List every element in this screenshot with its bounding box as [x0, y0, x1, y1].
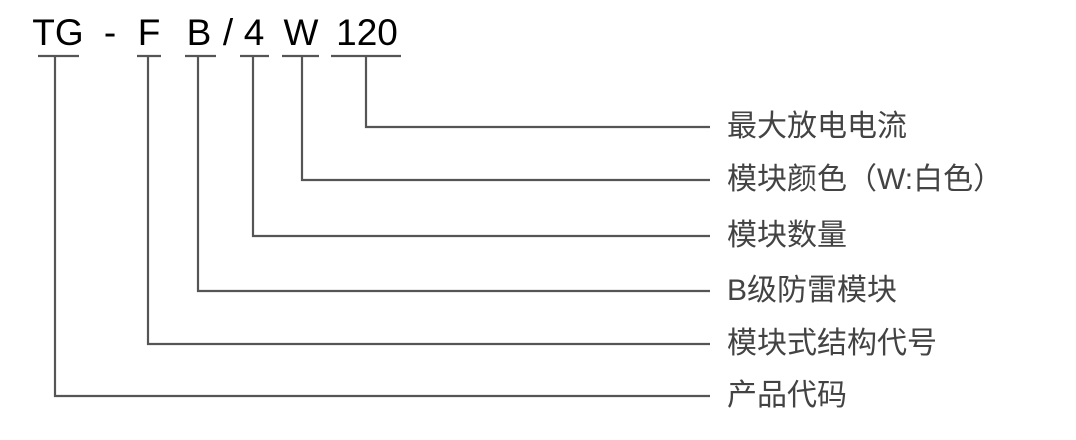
callout-product-code-label: 产品代码 — [727, 379, 847, 412]
callout-module-color-leader — [300, 56, 710, 182]
callout-class-b-spd-module-leader — [196, 56, 710, 293]
callout-module-quantity-label: 模块数量 — [727, 219, 847, 252]
callout-modular-structure-code-leader — [146, 56, 710, 346]
callout-module-color-label: 模块颜色（W:白色） — [727, 163, 1003, 196]
seg-slash: / — [223, 12, 234, 53]
callout-max-discharge-current-label: 最大放电电流 — [727, 110, 907, 143]
callout-max-discharge-current-leader — [364, 56, 710, 129]
seg-120: 120 — [336, 12, 398, 53]
seg-w: W — [284, 12, 319, 53]
callout-class-b-spd-module-label: B级防雷模块 — [727, 274, 897, 307]
callout-modular-structure-code-label: 模块式结构代号 — [727, 327, 937, 360]
seg-4: 4 — [244, 12, 265, 53]
leader-lines-group — [38, 54, 710, 398]
seg-dash: - — [104, 12, 116, 53]
seg-tg: TG — [32, 12, 83, 53]
callout-product-code-leader — [53, 56, 710, 398]
seg-f: F — [138, 12, 161, 53]
seg-b: B — [187, 12, 212, 53]
callout-module-quantity-leader — [251, 56, 710, 238]
